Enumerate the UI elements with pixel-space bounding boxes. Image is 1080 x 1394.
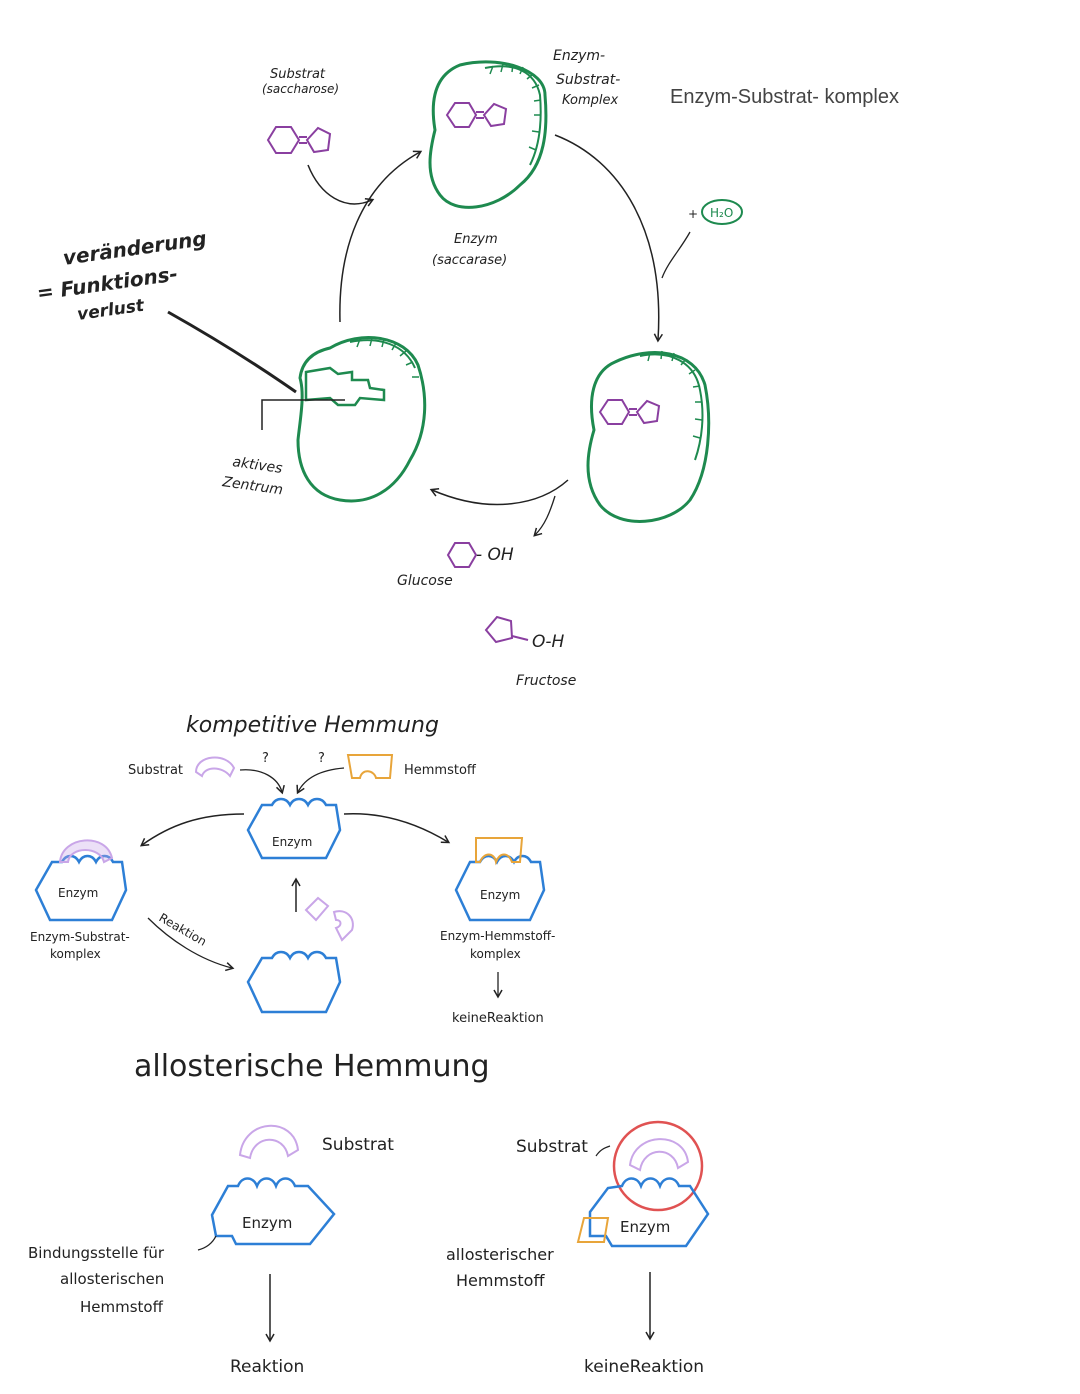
reaction-label: Reaktion <box>157 910 209 948</box>
question-mark-1: ? <box>262 751 269 766</box>
enzyme-left-label: Enzym <box>58 886 98 900</box>
allosteric-substrate-right-label: Substrat <box>516 1137 588 1157</box>
water-plus: + <box>688 207 698 221</box>
arrow-products-out <box>533 495 556 537</box>
enzyme-label: Enzym <box>454 232 498 247</box>
allosteric-no-reaction-label: keineReaktion <box>584 1357 704 1377</box>
enzyme-substrate-complex-left <box>34 839 128 922</box>
complex-title: Enzym-Substrat- komplex <box>670 86 899 108</box>
water-circle <box>701 199 743 225</box>
change-label-1: veränderung <box>61 226 208 270</box>
pointer-change <box>167 310 297 394</box>
arrow-release-products <box>429 479 569 506</box>
allosteric-inhibitor-icon <box>576 1217 610 1243</box>
allosteric-substrate-right-icon <box>628 1138 690 1172</box>
allosteric-substrate-left-label: Substrat <box>322 1135 394 1155</box>
enzyme-substrate-complex-top <box>428 60 548 209</box>
allosteric-enzyme-right-icon <box>588 1177 710 1248</box>
no-reaction-label: keineReaktion <box>452 1011 544 1026</box>
arrow-inhibitor-to-enzyme <box>296 767 345 795</box>
competitive-title: kompetitive Hemmung <box>186 713 439 738</box>
binding-site-label-2: allosterischen <box>60 1270 164 1288</box>
fructose-molecule-icon <box>484 615 529 644</box>
arrow-to-ei-complex <box>343 813 451 844</box>
complex-label-1: Enzym- <box>553 48 605 64</box>
active-site-label-1: aktives <box>231 454 283 477</box>
enzyme-sub-label: (saccarase) <box>432 253 507 268</box>
pointer-active-site <box>261 399 345 430</box>
change-label-3: verlust <box>76 296 146 325</box>
question-mark-2: ? <box>318 751 325 766</box>
fructose-label: Fructose <box>516 673 576 689</box>
glucose-molecule-icon <box>446 542 478 568</box>
pointer-substrate-right <box>595 1145 611 1157</box>
allosteric-inhibitor-label-2: Hemmstoff <box>456 1271 545 1290</box>
es-complex-label-2: komplex <box>50 947 101 961</box>
allosteric-enzyme-left-label: Enzym <box>242 1214 292 1232</box>
glucose-group-label: - OH <box>476 545 514 565</box>
enzyme-right-label: Enzym <box>480 888 520 902</box>
allosteric-inhibitor-label-1: allosterischer <box>446 1245 554 1264</box>
enzyme-deformed <box>296 336 427 503</box>
active-site-label-2: Zentrum <box>220 474 283 498</box>
competitive-substrate-label: Substrat <box>128 763 183 778</box>
product-fragment-2-icon <box>332 910 354 942</box>
allosteric-enzyme-left-icon <box>210 1177 336 1246</box>
substrate-sub-label: (saccharose) <box>262 82 339 96</box>
complex-label-2: Substrat- <box>556 72 620 88</box>
binding-site-label-1: Bindungsstelle für <box>28 1244 165 1262</box>
arrow-substrate-to-complex <box>307 164 375 207</box>
enzyme-inhibitor-complex-right <box>454 837 546 922</box>
ei-complex-label-2: komplex <box>470 947 521 961</box>
competitive-inhibitor-icon <box>346 754 394 779</box>
competitive-substrate-icon <box>194 756 236 778</box>
competitive-inhibitor-label: Hemmstoff <box>404 763 477 778</box>
enzyme-center-label: Enzym <box>272 835 312 849</box>
ei-complex-label-1: Enzym-Hemmstoff- <box>440 929 555 943</box>
arrow-substrate-to-enzyme <box>239 769 285 795</box>
arrow-to-es-complex <box>139 813 245 847</box>
pointer-binding-site <box>197 1235 217 1251</box>
arrow-enzyme-to-complex <box>339 150 423 323</box>
product-fragment-1-icon <box>304 896 330 922</box>
water-label: H₂O <box>710 206 733 220</box>
allosteric-reaction-label: Reaktion <box>230 1357 304 1377</box>
glucose-label: Glucose <box>397 573 453 589</box>
change-label-2: = Funktions- <box>35 261 179 305</box>
highlight-circle <box>612 1120 704 1212</box>
allosteric-substrate-left-icon <box>238 1124 300 1160</box>
allosteric-enzyme-right-label: Enzym <box>620 1218 670 1236</box>
arrow-water-in <box>661 231 691 279</box>
arrow-reaction <box>147 917 235 972</box>
enzyme-center-icon <box>246 797 342 860</box>
fructose-group-label: O-H <box>532 632 565 652</box>
saccharose-molecule-icon <box>266 126 332 154</box>
es-complex-label-1: Enzym-Substrat- <box>30 930 130 944</box>
complex-label-3: Komplex <box>562 93 619 108</box>
substrate-label: Substrat <box>270 67 326 82</box>
arrow-complex-to-hydrolysis <box>554 134 663 343</box>
binding-site-label-3: Hemmstoff <box>80 1298 164 1316</box>
allosteric-title: allosterische Hemmung <box>134 1049 490 1084</box>
enzyme-free-icon <box>246 950 342 1014</box>
enzyme-substrate-right <box>586 350 711 523</box>
